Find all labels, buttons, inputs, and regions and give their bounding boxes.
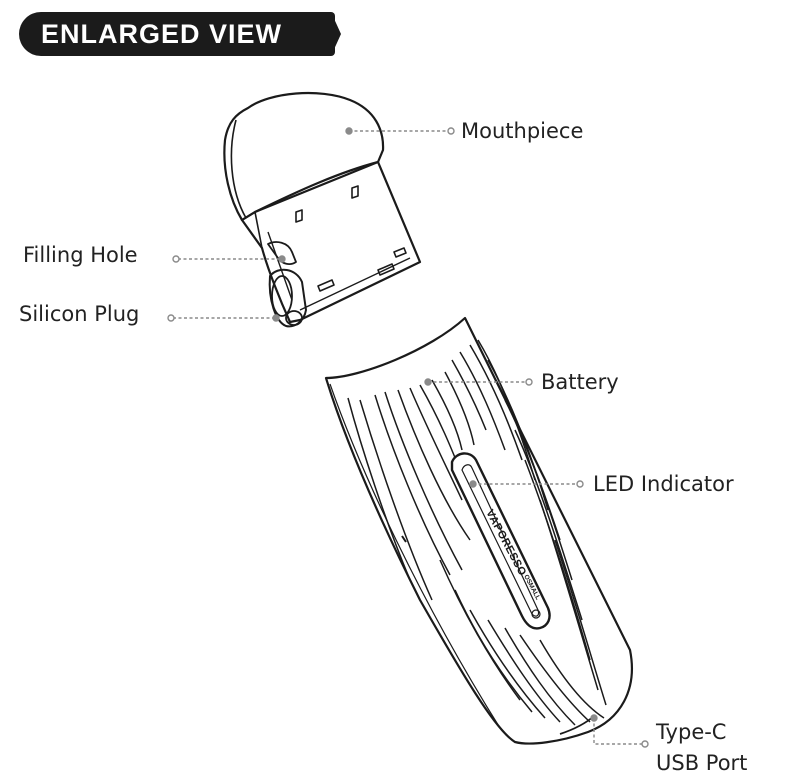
pod-body <box>240 160 422 324</box>
label-mouthpiece: Mouthpiece <box>461 119 584 143</box>
label-battery: Battery <box>541 370 619 394</box>
pod-cartridge <box>223 91 422 328</box>
mouthpiece-shape <box>223 91 385 222</box>
battery-body <box>324 316 633 745</box>
label-led-indicator: LED Indicator <box>593 472 734 496</box>
leader-typec <box>593 718 642 745</box>
label-typec-line2: USB Port <box>656 751 748 775</box>
label-silicon-plug: Silicon Plug <box>19 302 140 326</box>
label-typec-line1: Type-C <box>656 720 727 744</box>
leader-lines <box>173 130 642 745</box>
label-filling-hole: Filling Hole <box>23 243 138 267</box>
battery-outline <box>324 316 633 745</box>
battery-texture <box>347 339 607 726</box>
led-indicator-shape <box>450 452 551 630</box>
header-badge: ENLARGED VIEW <box>19 12 341 56</box>
leader-endpoints <box>167 127 649 748</box>
header-title: ENLARGED VIEW <box>41 19 283 49</box>
